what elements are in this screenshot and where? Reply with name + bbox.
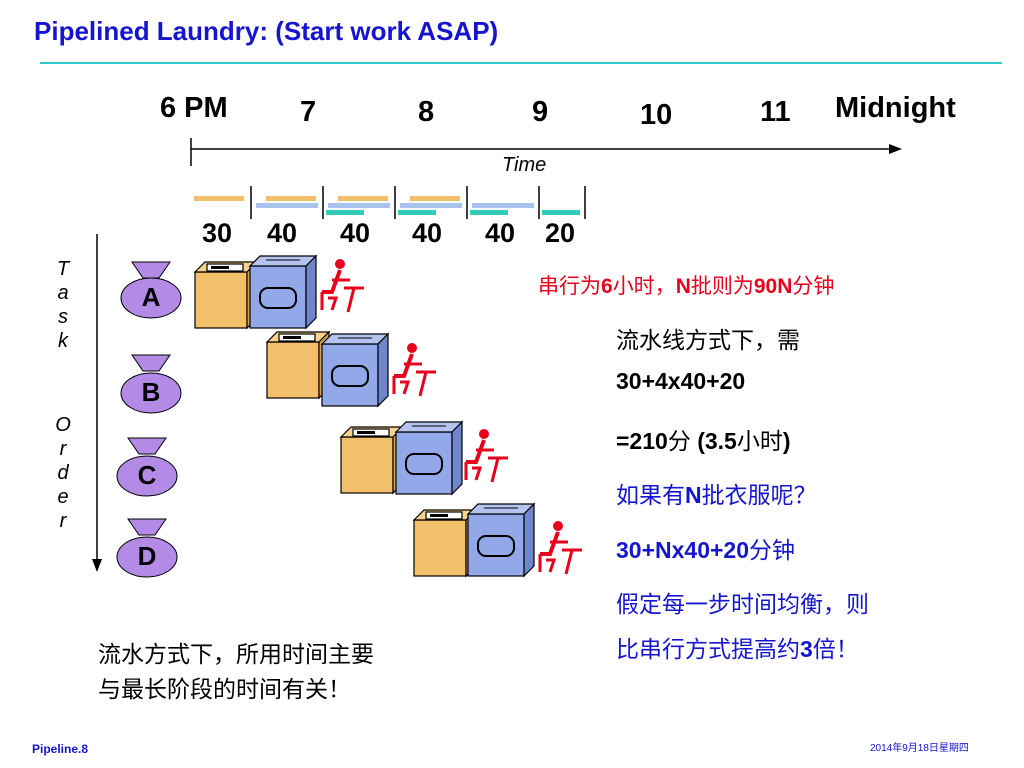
task-order-letter: e xyxy=(57,486,69,508)
time-axis xyxy=(190,138,902,166)
bottom-note-line2: 与最长阶段的时间有关！ xyxy=(98,676,351,702)
wash-bar xyxy=(266,196,316,201)
task-order-letter: k xyxy=(58,330,68,352)
task-order-letter: d xyxy=(57,462,69,484)
dry-bar xyxy=(328,203,390,208)
duration-label: 40 xyxy=(267,218,298,248)
washer-icon xyxy=(339,425,405,495)
question-note: 如果有N批衣服呢？ xyxy=(616,482,817,508)
laundry-bag-d xyxy=(116,518,178,578)
conclusion-line2: 比串行方式提高约3倍！ xyxy=(616,636,859,662)
wash-bar xyxy=(194,196,244,201)
conclusion-line1: 假定每一步时间均衡，则 xyxy=(616,591,869,617)
duration-label: 30 xyxy=(202,218,233,248)
wash-bar xyxy=(338,196,388,201)
folding-person-icon xyxy=(538,521,582,575)
folding-person-icon xyxy=(464,429,508,483)
fold-bar xyxy=(542,210,580,215)
dryer-icon xyxy=(466,502,536,578)
load-label-d: D xyxy=(137,541,157,571)
fold-bar xyxy=(326,210,364,215)
washer-icon xyxy=(193,260,259,330)
task-order-letter: a xyxy=(57,282,69,304)
folding-person-icon xyxy=(392,343,436,397)
footer-slide-id: Pipeline.8 xyxy=(32,742,89,756)
washer-icon xyxy=(412,508,478,578)
folding-person-icon xyxy=(320,259,364,313)
task-order-letter: r xyxy=(59,510,67,532)
pipeline-note-line1: 流水线方式下，需 xyxy=(616,327,800,353)
hour-label-11: 11 xyxy=(760,96,791,128)
laundry-bag-c xyxy=(116,437,178,497)
time-axis-label: Time xyxy=(502,154,547,176)
hour-label-10: 10 xyxy=(640,99,673,131)
task-order-letter: r xyxy=(59,438,67,460)
task-order-letter: O xyxy=(55,414,71,436)
dry-bar xyxy=(400,203,462,208)
load-label-b: B xyxy=(141,377,161,407)
slide-title: Pipelined Laundry: (Start work ASAP) xyxy=(34,16,499,46)
bottom-note-line1: 流水方式下，所用时间主要 xyxy=(98,641,374,667)
wash-bar xyxy=(410,196,460,201)
load-label-c: C xyxy=(137,460,157,490)
laundry-bag-a xyxy=(120,261,182,319)
laundry-bag-b xyxy=(120,354,182,414)
duration-label: 20 xyxy=(545,218,576,248)
load-label-a: A xyxy=(141,282,161,312)
hour-label-midnight: Midnight xyxy=(835,92,956,124)
duration-label: 40 xyxy=(340,218,371,248)
hour-label-6pm: 6 PM xyxy=(160,92,228,124)
fold-bar xyxy=(398,210,436,215)
task-order-arrow xyxy=(92,234,102,572)
dryer-icon xyxy=(248,254,318,330)
hour-label-7: 7 xyxy=(300,96,317,128)
title-divider xyxy=(40,62,1002,64)
washer-icon xyxy=(265,330,331,400)
dryer-icon xyxy=(394,420,464,496)
formula-note: 30+Nx40+20分钟 xyxy=(616,537,796,563)
dry-bar xyxy=(256,203,318,208)
pipeline-note-line2: 30+4x40+20 xyxy=(616,368,746,394)
dry-bar xyxy=(472,203,534,208)
duration-label: 40 xyxy=(412,218,443,248)
hour-label-9: 9 xyxy=(532,96,549,128)
hour-label-8: 8 xyxy=(418,96,435,128)
pipeline-note-line3: =210分 (3.5小时) xyxy=(616,428,791,454)
fold-bar xyxy=(470,210,508,215)
stage-bars xyxy=(194,186,586,219)
serial-time-note: 串行为6小时，N批则为90N分钟 xyxy=(538,275,835,298)
footer-date: 2014年9月18日星期四 xyxy=(870,743,969,754)
task-order-letter: T xyxy=(56,258,70,280)
task-order-letter: s xyxy=(58,306,68,328)
dryer-icon xyxy=(320,332,390,408)
duration-label: 40 xyxy=(485,218,516,248)
